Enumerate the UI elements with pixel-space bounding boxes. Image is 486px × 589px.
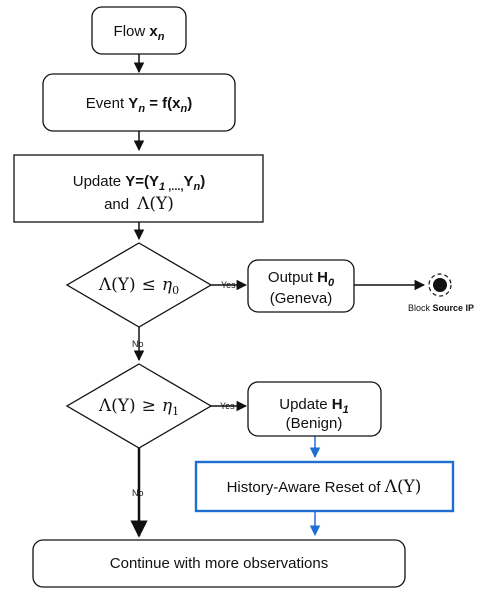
svg-text:History-Aware Reset of Λ(Y): History-Aware Reset of Λ(Y) [227,477,422,497]
reset-label: History-Aware Reset of [227,479,385,496]
output-h0-sub: 0 [328,277,335,289]
node-reset: History-Aware Reset of Λ(Y) [194,460,455,513]
svg-text:Λ(Y)≥η1: Λ(Y) ≥ η1 [98,396,179,418]
svg-text:Flow xn: Flow xn [114,23,165,43]
update-y-and: and [104,196,129,213]
no-label-1: No [132,339,144,349]
update-y-close: ) [200,173,205,190]
svg-text:Λ(Y)≤η0: Λ(Y) ≤ η0 [98,275,179,297]
svg-text:Update Y=(Y1 ,...,Yn): Update Y=(Y1 ,...,Yn) [73,173,206,193]
output-h0-line2: (Geneva) [270,290,333,307]
node-event: Event Yn = f(xn) [42,73,236,132]
event-label: Event [86,95,129,112]
update-y-label: Update [73,173,126,190]
block-prefix: Block [408,303,433,313]
decision-eta0: Λ(Y) ≤ η0 [65,242,213,328]
node-update-h1: Update H1 (Benign) [247,381,382,437]
decision-eta0-op: ≤ [142,275,156,295]
update-y-expr: Y=(Y [125,173,159,190]
update-h1-line2: (Benign) [286,415,343,432]
output-h0-h: H [317,269,328,286]
yes-label-2: Yes [220,401,235,411]
decision-eta1-sub: 1 [172,405,179,418]
reset-lambda: Λ(Y) [384,477,422,497]
node-continue: Continue with more observations [32,539,406,588]
decision-eta0-lambda: Λ(Y) [98,275,136,295]
flow-label: Flow [114,23,150,40]
node-flow: Flow xn [91,6,187,55]
svg-text:Event Yn = f(xn): Event Yn = f(xn) [86,95,192,115]
update-y-sub1: 1 [159,181,165,193]
decision-eta1: Λ(Y) ≥ η1 [65,363,213,449]
event-eq: = f(x [145,95,181,112]
update-h1-sub: 1 [343,404,349,416]
node-update-y: Update Y=(Y1 ,...,Yn) and Λ(Y) [13,154,264,223]
update-y-sub2: n [194,181,201,193]
flow-var: x [149,23,158,40]
yes-label-1: Yes [221,280,236,290]
event-sub2: n [180,103,187,115]
svg-text:Output H0: Output H0 [268,269,335,289]
decision-eta1-eta: η [162,396,173,416]
no-label-2: No [132,488,144,498]
update-h1-label: Update [279,396,332,413]
output-h0-label: Output [268,269,317,286]
decision-eta0-sub: 0 [172,284,179,297]
block-icon [428,273,452,297]
decision-eta1-op: ≥ [142,396,156,416]
update-y-y2: Y [184,173,194,190]
decision-eta0-eta: η [162,275,173,295]
node-output-h0: Output H0 (Geneva) [247,259,355,313]
event-sub: n [138,103,145,115]
decision-eta1-lambda: Λ(Y) [98,396,136,416]
update-y-lambda: Λ(Y) [136,194,174,214]
update-h1-h: H [332,396,343,413]
flow-sub: n [158,31,165,43]
svg-text:Update H1: Update H1 [279,396,349,416]
block-bold: Source IP [433,303,475,313]
update-y-dots: ,..., [165,181,183,193]
event-close: ) [187,95,192,112]
continue-label: Continue with more observations [110,555,328,572]
event-y: Y [128,95,138,112]
svg-text:Block Source IP: Block Source IP [408,303,474,313]
